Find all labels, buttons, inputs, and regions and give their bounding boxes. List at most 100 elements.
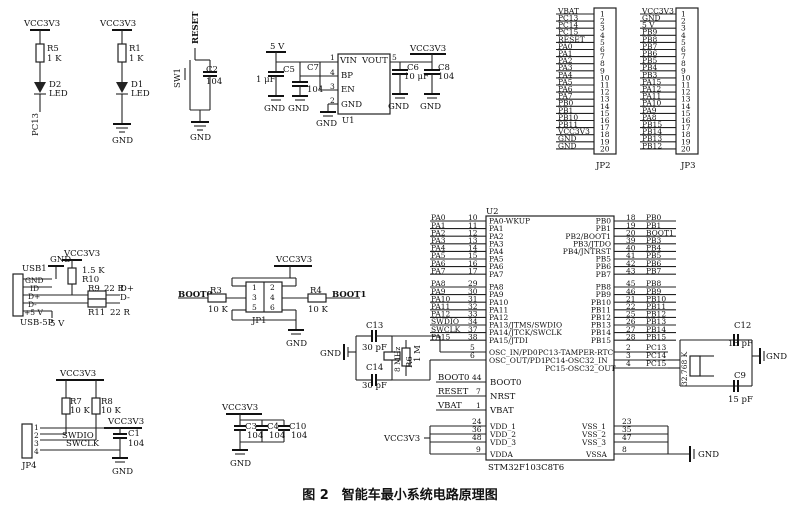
boot-block: VCC3V3 1 3 5 2 4 6 BOOT0 R3 10 K R4 10 K… — [178, 255, 366, 349]
u1-pin3-num: 3 — [330, 82, 335, 91]
u1-pin4-num: 4 — [330, 68, 335, 77]
r10-value: 1.5 K — [82, 266, 105, 276]
mcu-right-num: 26 — [626, 317, 636, 326]
rtc-pc13-net: PC13 — [646, 343, 667, 352]
mcu-left-name: PA0-WKUP — [489, 217, 530, 226]
swd-swclk-net: SWCLK — [66, 439, 100, 449]
mcu-left-net: PA4 — [431, 244, 446, 253]
usb-pin-id: ID — [30, 284, 39, 293]
reg-vcc-label: VCC3V3 — [409, 44, 446, 54]
mcu-left-name: PA3 — [489, 239, 504, 248]
jp2-pin-label: PC15 — [558, 28, 579, 37]
mcu-right-net: PB4 — [646, 244, 662, 253]
mcu-right-net: PB5 — [646, 251, 662, 260]
xtal-gnd-label: GND — [320, 349, 341, 359]
r9-value: 22 R — [104, 284, 125, 294]
mcu-right-net: PB6 — [646, 259, 662, 268]
c8-ref: C8 — [438, 63, 450, 73]
jp3-pin-label: PA9 — [642, 106, 657, 115]
mcu-right-name: PB5 — [596, 255, 612, 264]
jp2-pin-number: 5 — [600, 38, 605, 47]
ctrl-reset-net: RESET — [438, 387, 469, 397]
jp3-pin-number: 1 — [681, 10, 686, 19]
jp3-pin-number: 8 — [681, 59, 686, 68]
mcu-right-net: PB9 — [646, 287, 662, 296]
u1-pin2-num: 2 — [330, 96, 335, 105]
osc-out-num: 6 — [470, 351, 475, 360]
mcu-left-net: PA2 — [431, 228, 446, 237]
mcu-right-name: PB10 — [591, 298, 611, 307]
jp2-pin-number: 12 — [600, 88, 610, 97]
r3-value: 10 K — [208, 305, 229, 315]
ctrl-nrst-name: NRST — [490, 392, 516, 402]
mcu-right-name: PB14 — [591, 328, 611, 337]
jp1-pin3: 3 — [252, 293, 257, 302]
mcu-right-num: 39 — [626, 236, 636, 245]
jp2-pin-number: 3 — [600, 24, 605, 33]
ctrl-vbat-num: 1 — [476, 401, 481, 410]
jp2-pin-number: 20 — [600, 144, 610, 153]
jp2-pin-label: PA5 — [558, 77, 573, 86]
jp1-pin1: 1 — [252, 283, 257, 292]
r7-ref: R7 — [70, 397, 82, 407]
jp4-pin3: 3 — [34, 439, 39, 448]
u1-pin-gnd-name: GND — [341, 100, 362, 110]
jp2-pin-number: 4 — [600, 31, 605, 40]
c6-value: 10 μF — [404, 72, 429, 82]
jp1-ref: JP1 — [251, 316, 267, 326]
jp3-pin-number: 20 — [681, 144, 691, 153]
r8-value: 10 K — [101, 406, 122, 416]
mcu-left-net: PA6 — [431, 259, 446, 268]
jp3-pin-number: 14 — [681, 102, 691, 111]
c13-ref: C13 — [366, 321, 383, 331]
mcu-left-num: 14 — [468, 244, 478, 253]
mcu-left-net: PA10 — [431, 294, 451, 303]
jp2-pin-number: 7 — [600, 52, 605, 61]
mcu-right-name: PB7 — [596, 270, 612, 279]
mcu-right-name: PB4/JNTRST — [563, 247, 611, 256]
vdd1-num: 24 — [472, 417, 482, 426]
rtc-pin4-num: 4 — [626, 359, 631, 368]
led-gnd-label: GND — [112, 136, 133, 146]
u1-ref: U1 — [342, 116, 355, 126]
rtc-pc15-net: PC15 — [646, 359, 667, 368]
vdda-name: VDDA — [489, 450, 513, 459]
mcu-left-num: 15 — [468, 251, 478, 260]
jp2-pin-label: PA0 — [558, 42, 573, 51]
u1-gnd-label: GND — [316, 119, 337, 129]
mcu-left-num: 34 — [468, 317, 478, 326]
c5-ref: C5 — [283, 65, 295, 75]
jp3-pin-number: 17 — [681, 123, 691, 132]
jp2-pin-label: PA4 — [558, 70, 573, 79]
mcu-right-name: PB9 — [596, 290, 612, 299]
mcu-right-num: 41 — [626, 251, 636, 260]
r11-value: 22 R — [110, 308, 131, 318]
vdd2-name: VDD_2 — [489, 430, 516, 439]
c14-value: 30 pF — [362, 381, 387, 391]
jp3-pin-number: 13 — [681, 95, 691, 104]
jp2-pin-number: 16 — [600, 116, 610, 125]
jp4-pin1: 1 — [34, 423, 39, 432]
boot0-net: BOOT0 — [178, 290, 212, 300]
mcu-right-name: PB15 — [591, 336, 611, 345]
mcu-right-name: PB1 — [596, 224, 611, 233]
swd-swdio-net: SWDIO — [62, 431, 94, 441]
figure-caption: 图 2 智能车最小系统电路原理图 — [302, 488, 498, 503]
jp3-pin-number: 9 — [681, 66, 686, 75]
usb-vcc-label: VCC3V3 — [63, 249, 100, 259]
mcu-gnd-label: GND — [698, 450, 719, 460]
mcu-right-net: PB12 — [646, 310, 666, 319]
ctrl-vbat-name: VBAT — [489, 406, 514, 416]
vss3-num: 47 — [622, 433, 632, 442]
mcu-left-num: 31 — [468, 294, 478, 303]
jp3-pin-label: PA10 — [642, 99, 662, 108]
jp3-pin-label: PB7 — [642, 42, 658, 51]
d2-led-icon — [34, 82, 46, 93]
mcu-left-num: 33 — [468, 310, 478, 319]
mcu-right-num: 28 — [626, 332, 636, 341]
mcu-left-name: PA2 — [489, 232, 504, 241]
jp2-pin-number: 19 — [600, 137, 610, 146]
osc-in-name: OSC_IN/PD0 — [489, 348, 538, 357]
